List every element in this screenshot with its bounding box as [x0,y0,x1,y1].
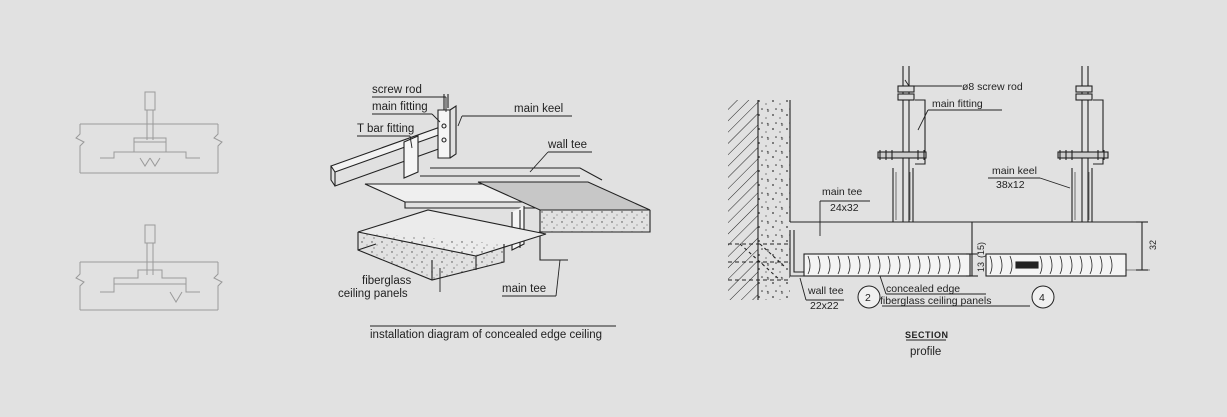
installation-diagram [330,94,651,281]
label-ceiling-panels: ceiling panels [338,288,408,300]
label-wall-tee-size: 22x22 [810,300,839,312]
callout-2-circle [857,285,881,309]
callout-4-circle [1031,285,1055,309]
section-drawing [728,66,1150,300]
installation-leaders [357,96,616,327]
dim-13: 13 [976,262,986,272]
callout-4-text: 4 [1039,292,1045,304]
label-main-fitting: main fitting [372,101,428,113]
label-t-bar-fitting: T bar fitting [357,123,414,135]
label-main-tee-size: 24x32 [830,202,859,214]
label-section-main-fitting: main fitting [932,98,983,110]
label-wall-tee: wall tee [547,139,587,151]
profile-sketch-bottom [75,224,223,311]
label-o8-screw-rod: ø8 screw rod [962,81,1023,93]
label-main-tee: main tee [502,283,546,295]
section-subtitle: profile [910,346,941,358]
label-fiberglass: fiberglass [362,275,411,287]
label-main-keel: main keel [514,103,563,115]
dim-32: 32 [1148,240,1158,250]
label-fiberglass-ceiling-panels: fiberglass ceiling panels [880,295,991,307]
label-section-main-keel: main keel [992,165,1037,177]
callout-2-text: 2 [865,292,871,304]
label-section-main-tee: main tee [822,186,862,198]
installation-caption: installation diagram of concealed edge c… [370,329,602,341]
label-main-keel-size: 38x12 [996,179,1025,191]
section-title: SECTION [905,330,949,340]
label-concealed-edge: concealed edge [886,283,960,295]
dim-15: (15) [976,242,986,258]
label-section-wall-tee: wall tee [807,285,844,297]
profile-sketch-top [75,91,223,174]
label-screw-rod: screw rod [372,84,422,96]
section-leaders [799,79,1071,341]
